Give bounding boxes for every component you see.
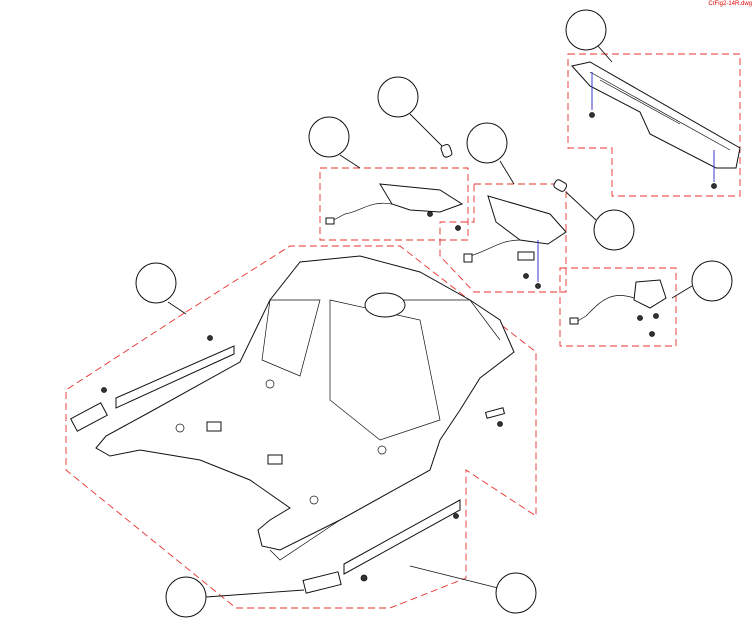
callout-balloon [466,122,508,164]
rear-body-shell [95,255,515,561]
screw [101,387,107,393]
group-box-body [65,245,537,609]
callout-balloon [593,209,635,251]
reflector-left [70,402,108,432]
screw [360,574,368,582]
callout-balloon [165,576,207,618]
group-box-rear-bracket [567,53,741,197]
screw [453,513,459,519]
callout-balloon [495,572,537,614]
small-bracket-right [484,407,506,419]
right-light-assembly [569,279,667,337]
bulb-right [553,179,568,192]
screw [207,335,213,341]
drawing-file-label: CrFig2-14R.dwg [708,1,752,7]
bulb-left [440,143,453,158]
rear-bumper-bracket [571,61,741,189]
callout-balloon [377,76,419,118]
reflector-bottom [302,571,342,594]
center-light-assembly [463,195,567,289]
reflector-strip-bottom [343,499,461,575]
screw [497,421,503,427]
group-box-right-light [559,267,677,347]
callout-balloon [565,9,607,51]
callout-balloon [135,262,177,304]
group-box-center-light [439,183,567,293]
reflector-strip-left [115,345,235,409]
left-light-assembly [325,183,464,231]
callout-balloon [691,260,733,302]
callout-balloon [308,116,350,158]
group-box-left-light [319,167,469,241]
